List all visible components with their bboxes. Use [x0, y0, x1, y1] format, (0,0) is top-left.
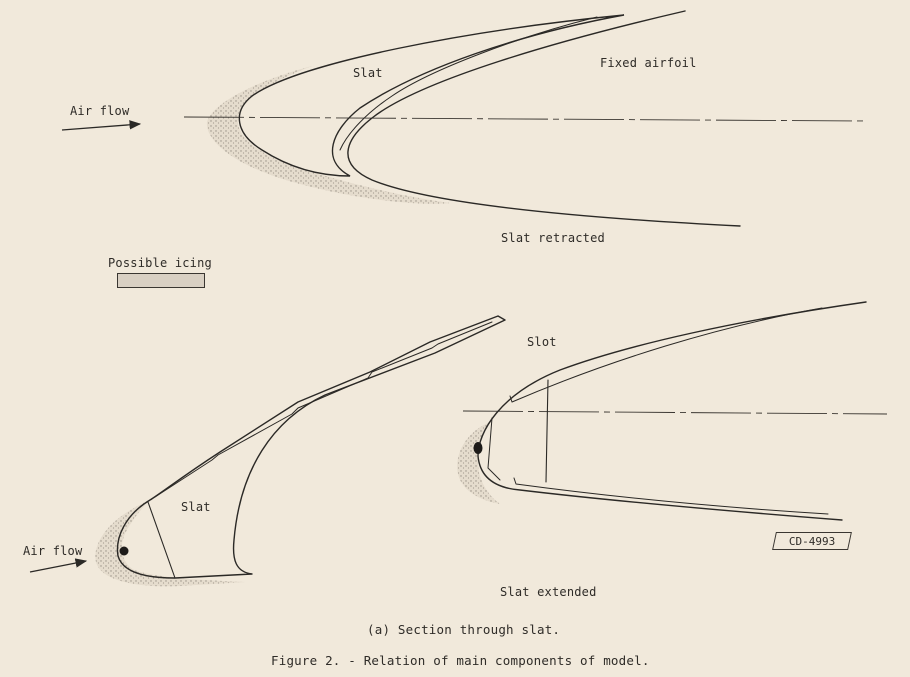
top-airflow-arrow: [61, 120, 142, 131]
bottom-right-icing-region: [457, 422, 500, 504]
legend-label: Possible icing: [108, 256, 212, 270]
top-icing-region: [206, 66, 450, 204]
subfigure-caption: (a) Section through slat.: [367, 622, 561, 637]
top-fixed-airfoil-inner: [339, 16, 598, 151]
slat-retracted-title: Slat retracted: [501, 231, 605, 245]
bottom-left-slat-outline: [116, 315, 506, 579]
bottom-right-spar: [545, 379, 549, 483]
document-code-stamp: CD-4993: [772, 532, 852, 550]
bottom-airflow-label: Air flow: [23, 544, 83, 558]
bottom-right-lower-skin: [513, 477, 829, 515]
figure-caption: Figure 2. - Relation of main components …: [271, 653, 650, 668]
slat-extended-title: Slat extended: [500, 585, 597, 599]
bottom-airflow-arrow: [29, 558, 88, 573]
bottom-left-slat-rib: [147, 501, 176, 579]
top-fixed-airfoil-outline: [347, 10, 741, 227]
top-slat-outline: [238, 14, 625, 177]
fixed-airfoil-label: Fixed airfoil: [600, 56, 697, 70]
legend-swatch: [117, 273, 205, 288]
bottom-right-nose-rib: [487, 417, 501, 481]
top-slat-label: Slat: [353, 66, 383, 80]
bottom-slat-label: Slat: [181, 500, 211, 514]
bottom-right-upper-skin: [509, 307, 823, 403]
slot-label: Slot: [527, 335, 557, 349]
document-code-text: CD-4993: [788, 534, 836, 548]
top-centerline: [183, 116, 867, 122]
top-airflow-label: Air flow: [70, 104, 130, 118]
bottom-left-hinge-dot: [119, 546, 129, 556]
bottom-right-hinge-dot: [473, 442, 483, 454]
bottom-right-centerline: [462, 410, 888, 415]
bottom-left-slat-skin: [154, 321, 493, 498]
